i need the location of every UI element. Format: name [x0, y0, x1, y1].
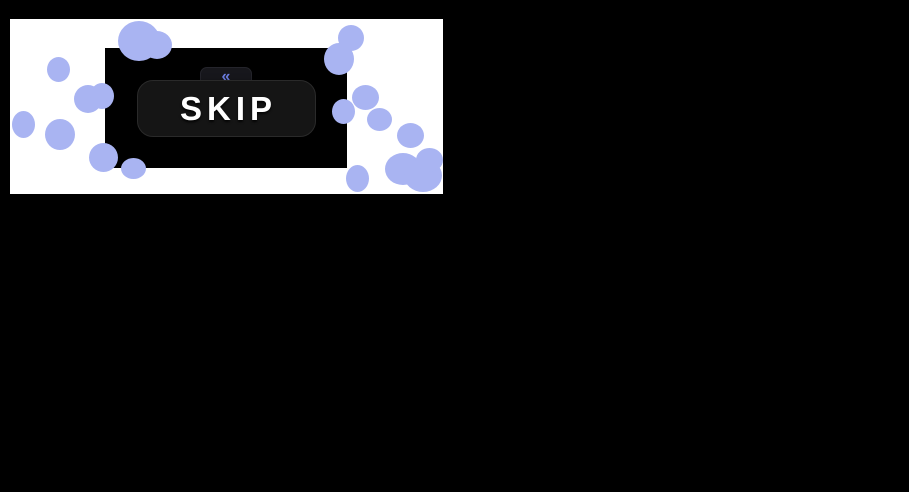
- paint-blob: [74, 85, 102, 113]
- drawing-canvas[interactable]: « SKIP: [10, 19, 443, 194]
- paint-blob: [397, 123, 424, 148]
- paint-blob: [367, 108, 392, 131]
- paint-blob: [385, 153, 421, 185]
- skip-button-label: SKIP: [179, 89, 278, 127]
- paint-blob: [416, 148, 443, 172]
- chevron-double-left-icon: «: [221, 68, 231, 85]
- paint-blob: [45, 119, 75, 150]
- paint-blob: [47, 57, 70, 82]
- skip-button[interactable]: SKIP: [137, 80, 316, 137]
- skip-overlay: « SKIP: [10, 19, 443, 194]
- paint-blob: [352, 85, 379, 110]
- paint-blob: [346, 165, 369, 192]
- paint-blob: [12, 111, 35, 138]
- paint-blob: [404, 159, 442, 192]
